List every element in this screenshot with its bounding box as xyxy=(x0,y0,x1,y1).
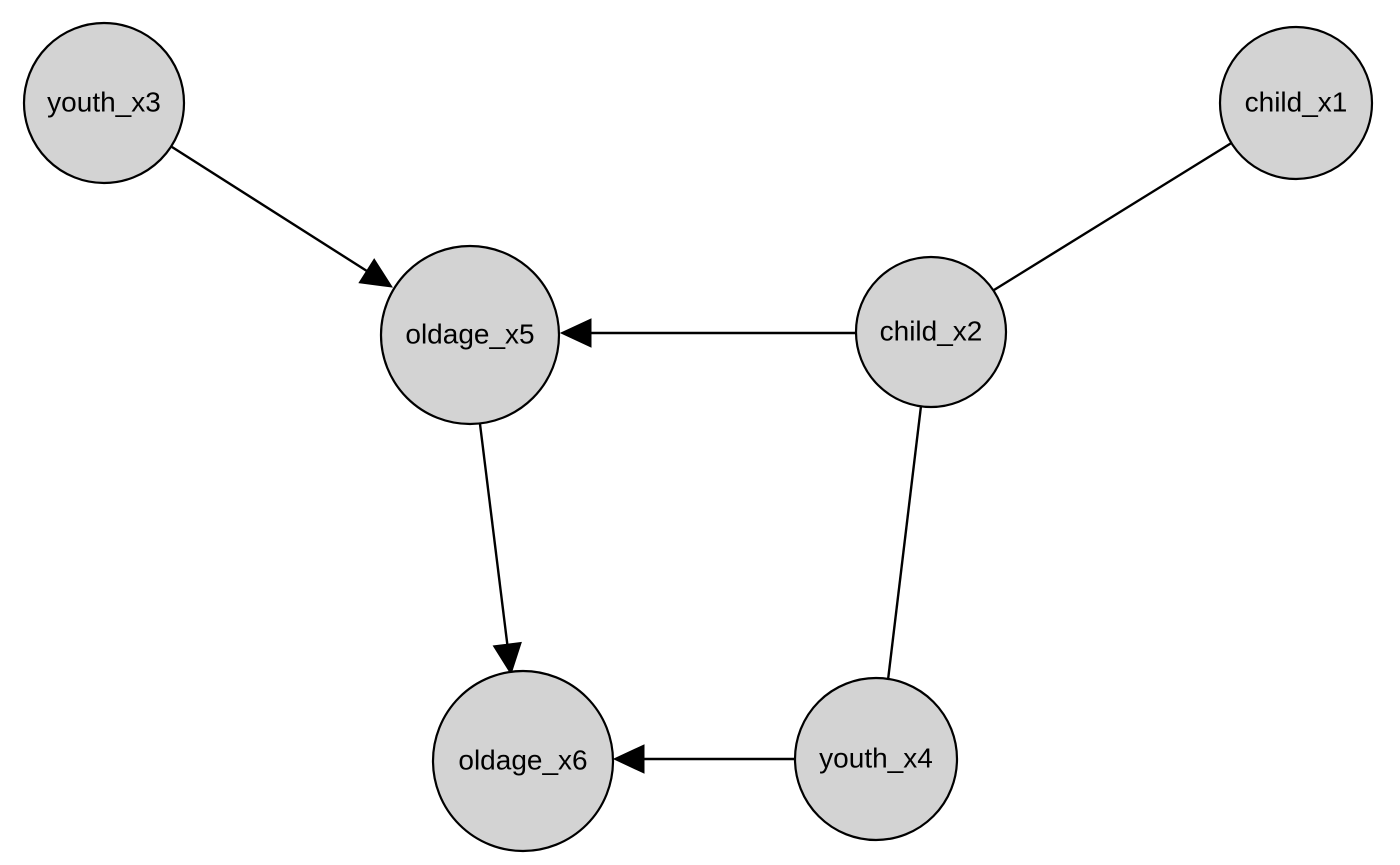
edge-youth_x3-to-oldage_x5 xyxy=(171,145,368,272)
node-label-oldage_x6: oldage_x6 xyxy=(458,744,587,775)
node-label-child_x2: child_x2 xyxy=(880,315,983,346)
node-youth_x3[interactable]: youth_x3 xyxy=(22,21,186,185)
node-shape-youth_x4[interactable] xyxy=(793,676,959,842)
node-oldage_x5[interactable]: oldage_x5 xyxy=(379,244,561,426)
node-shape-child_x1[interactable] xyxy=(1218,25,1374,181)
arrowhead-youth_x4-to-oldage_x6 xyxy=(612,744,645,774)
arrowhead-oldage_x5-to-oldage_x6 xyxy=(492,641,522,676)
node-shape-child_x2[interactable] xyxy=(854,255,1008,409)
edges-layer xyxy=(171,140,1234,774)
node-label-youth_x3: youth_x3 xyxy=(47,86,161,117)
arrowhead-youth_x3-to-oldage_x5 xyxy=(358,258,393,288)
node-oldage_x6[interactable]: oldage_x6 xyxy=(431,669,615,853)
node-label-youth_x4: youth_x4 xyxy=(819,742,933,773)
node-child_x1[interactable]: child_x1 xyxy=(1218,25,1374,181)
node-child_x2[interactable]: child_x2 xyxy=(854,255,1008,409)
edge-oldage_x5-to-oldage_x6 xyxy=(478,423,509,645)
edge-child_x2-to-youth_x4 xyxy=(886,405,923,681)
edge-child_x1-to-child_x2 xyxy=(993,140,1234,292)
node-shape-youth_x3[interactable] xyxy=(22,21,186,185)
node-youth_x4[interactable]: youth_x4 xyxy=(793,676,959,842)
node-shape-oldage_x5[interactable] xyxy=(379,244,561,426)
node-shape-oldage_x6[interactable] xyxy=(431,669,615,853)
node-label-child_x1: child_x1 xyxy=(1245,86,1348,117)
node-label-oldage_x5: oldage_x5 xyxy=(405,318,534,349)
nodes-layer: youth_x3 child_x1 oldage_x5 child_x2 oldage_… xyxy=(22,21,1374,853)
arrowhead-child_x2-to-oldage_x5 xyxy=(559,318,592,348)
